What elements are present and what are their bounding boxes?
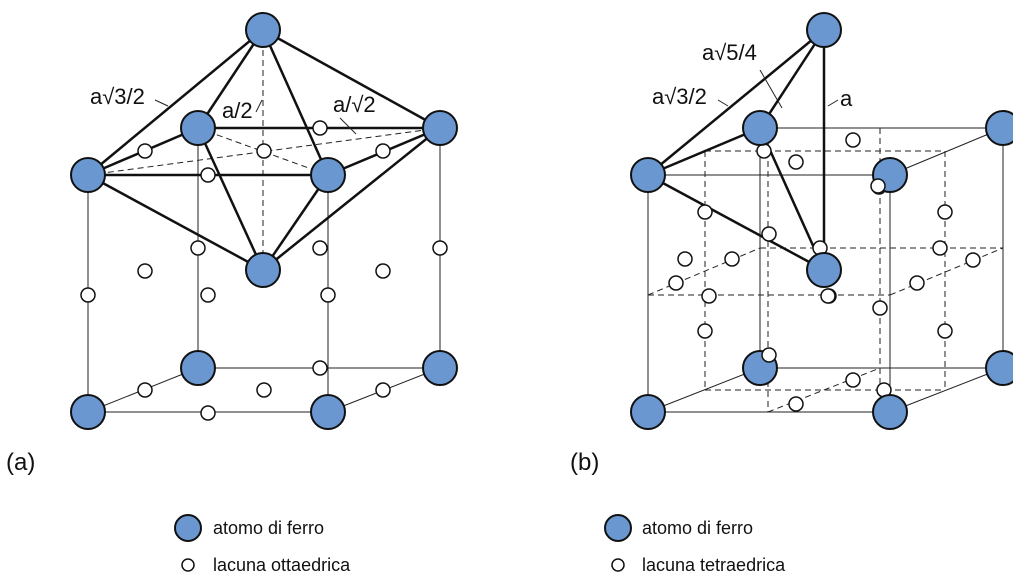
iron-atom [742,110,778,146]
tetrahedral-hole [668,275,684,291]
legend-atom-swatch [604,514,632,542]
dim-label-a-over-2: a/2 [222,98,253,123]
tetrahedral-hole [820,288,836,304]
legend-b: atomo di ferro lacuna tetraedrica [604,514,786,575]
tetrahedral-hole [965,252,981,268]
octahedral-holes-a [80,120,448,421]
iron-atom [630,157,666,193]
iron-atom [422,350,458,386]
octahedral-hole [432,240,448,256]
octahedral-hole [200,167,216,183]
panel-a: a√3/2 a/2 a/√2 (a) [6,12,458,476]
legend-atom-label: atomo di ferro [642,518,753,538]
tetrahedral-hole [788,396,804,412]
panel-b-label: (b) [570,449,599,476]
octahedral-hole [320,287,336,303]
tetrahedral-hole [701,288,717,304]
tetrahedral-holes-front [761,178,886,363]
label-leaders-a [154,99,357,135]
octahedral-hole [375,263,391,279]
tetrahedral-hole [724,251,740,267]
iron-atom [310,157,346,193]
octahedral-hole [256,382,272,398]
octahedral-hole [80,287,96,303]
iron-atoms-a [70,12,458,430]
tetrahedral-hole [761,347,777,363]
tetrahedral-hole [845,372,861,388]
octahedral-hole [137,263,153,279]
dim-label-a: a [840,86,853,111]
tetrahedral-hole [937,204,953,220]
octahedral-hole [137,143,153,159]
octahedral-hole [312,120,328,136]
tetrahedral-hole [756,143,772,159]
panel-b: a√5/4 a√3/2 a (b) [570,12,1013,476]
tetrahedral-holes-b [668,132,981,412]
octahedral-hole [375,382,391,398]
legend-hole-swatch [611,558,625,572]
tetrahedral-hole [932,240,948,256]
dim-label-a-sqrt5-over-4: a√5/4 [702,40,757,65]
tetrahedral-hole [909,275,925,291]
iron-atom [985,350,1013,386]
legend-a: atomo di ferro lacuna ottaedrica [174,514,351,575]
iron-atom [180,350,216,386]
tetrahedral-hole [677,251,693,267]
octahedral-hole [375,143,391,159]
panel-a-label: (a) [6,449,35,476]
iron-atom [245,252,281,288]
iron-atoms-b [630,12,1013,430]
tetrahedral-hole [761,226,777,242]
dim-label-a-sqrt3-over-2: a√3/2 [652,84,707,109]
iron-atom [310,394,346,430]
iron-atom [985,110,1013,146]
iron-atom [806,252,842,288]
iron-atom [806,12,842,48]
tetrahedral-hole [937,323,953,339]
tetrahedron-edges [647,29,826,272]
tetrahedral-hole [870,178,886,194]
octahedral-hole [312,240,328,256]
tetrahedral-hole [697,204,713,220]
octahedral-hole [137,382,153,398]
tetrahedral-hole [788,154,804,170]
octahedral-hole [200,287,216,303]
dim-label-a-sqrt3-over-2: a√3/2 [90,84,145,109]
legend-atom-swatch [174,514,202,542]
octahedral-hole [200,405,216,421]
legend-hole-swatch [181,558,195,572]
iron-atom [422,110,458,146]
legend-hole-label: lacuna ottaedrica [213,555,351,575]
octahedral-hole [190,240,206,256]
iron-atom [872,394,908,430]
tetrahedral-hole [697,323,713,339]
iron-atom [70,157,106,193]
label-leaders-b [717,69,839,109]
octahedral-hole [312,360,328,376]
tetrahedral-hole [845,132,861,148]
dim-label-a-over-sqrt2: a/√2 [333,92,376,117]
octahedron-edges [87,28,441,272]
tetrahedral-hole [872,300,888,316]
legend-atom-label: atomo di ferro [213,518,324,538]
iron-atom [70,394,106,430]
iron-atom [630,394,666,430]
iron-atom [180,110,216,146]
iron-atom [245,12,281,48]
legend-hole-label: lacuna tetraedrica [642,555,786,575]
octahedral-hole [256,143,272,159]
